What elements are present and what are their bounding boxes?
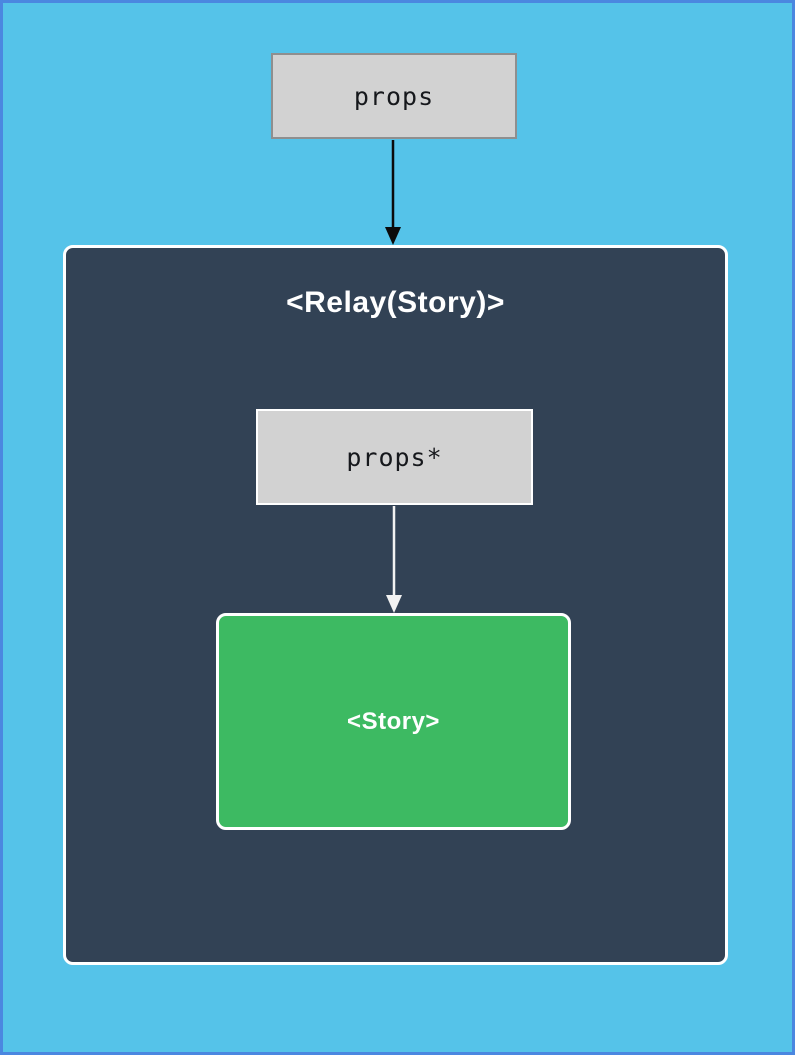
story-node-label: <Story>: [347, 707, 440, 735]
relay-story-title: <Relay(Story)>: [286, 286, 505, 319]
arrow-down-icon: [386, 506, 402, 613]
inner-props-node: props*: [256, 409, 533, 505]
inner-props-node-label: props*: [346, 442, 443, 472]
props-node: props: [271, 53, 517, 139]
arrow-down-icon: [385, 140, 401, 245]
story-node: <Story>: [216, 613, 571, 830]
props-node-label: props: [353, 81, 435, 111]
